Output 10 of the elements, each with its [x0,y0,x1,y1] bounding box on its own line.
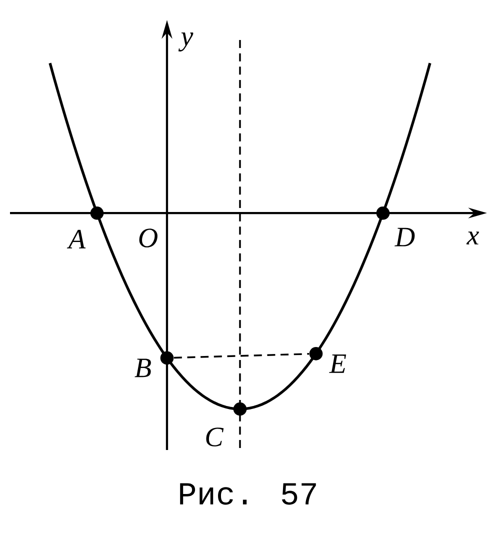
axis-label: x [466,232,479,244]
point-label: E [329,354,346,373]
axis-label: y [178,32,194,52]
axis-label: O [139,228,158,248]
point-label: C [206,428,224,446]
point-label: A [66,230,86,248]
point-label: B [134,358,151,378]
caption: Рис. 57 [180,483,316,505]
dashed-line [174,353,310,359]
point-label: D [394,228,415,246]
